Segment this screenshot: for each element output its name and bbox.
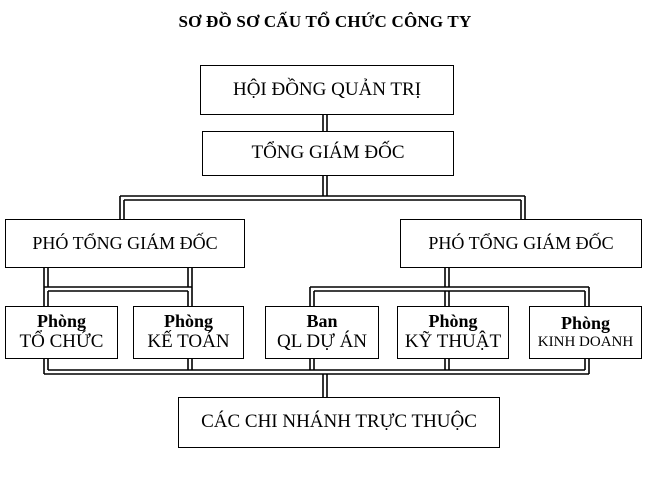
department-name: KỸ THUẬT [404, 330, 502, 352]
deputy-label: PHÓ TỔNG GIÁM ĐỐC [428, 232, 614, 253]
department-name: KINH DOANH [537, 334, 634, 351]
department-box-ky-thuat: Phòng KỸ THUẬT [397, 306, 509, 359]
branches-box: CÁC CHI NHÁNH TRỰC THUỘC [178, 397, 500, 448]
diagram-title: SƠ ĐỒ SƠ CẤU TỔ CHỨC CÔNG TY [178, 12, 472, 31]
department-type: Phòng [36, 311, 87, 332]
department-box-kinh-doanh: Phòng KINH DOANH [529, 306, 642, 359]
deputy-label: PHÓ TỔNG GIÁM ĐỐC [32, 232, 218, 253]
department-box-ql-du-an: Ban QL DỰ ÁN [265, 306, 379, 359]
deputy-box-left: PHÓ TỔNG GIÁM ĐỐC [5, 219, 245, 268]
department-name: QL DỰ ÁN [276, 330, 368, 352]
department-name: KẾ TOÁN [147, 330, 230, 352]
department-box-to-chuc: Phòng TỔ CHỨC [5, 306, 118, 359]
department-type: Phòng [163, 311, 214, 332]
board-label: HỘI ĐỒNG QUẢN TRỊ [232, 78, 422, 100]
department-box-ke-toan: Phòng KẾ TOÁN [133, 306, 244, 359]
department-type: Ban [306, 311, 338, 332]
board-box: HỘI ĐỒNG QUẢN TRỊ [200, 65, 454, 115]
department-name: TỔ CHỨC [19, 330, 104, 352]
department-type: Phòng [428, 311, 478, 332]
ceo-label: TỔNG GIÁM ĐỐC [251, 142, 405, 164]
branches-label: CÁC CHI NHÁNH TRỰC THUỘC [201, 411, 477, 433]
ceo-box: TỔNG GIÁM ĐỐC [202, 131, 454, 176]
deputy-box-right: PHÓ TỔNG GIÁM ĐỐC [400, 219, 642, 268]
department-type: Phòng [560, 313, 611, 334]
